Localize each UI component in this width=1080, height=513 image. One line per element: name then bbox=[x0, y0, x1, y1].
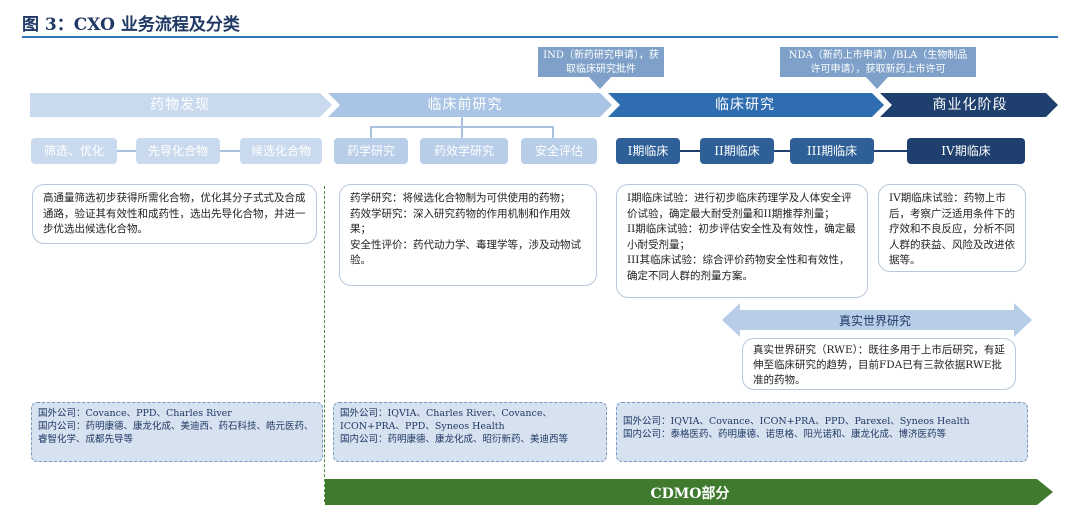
step-phase-2: II期临床 bbox=[700, 138, 774, 164]
preclinical-description: 药学研究：将候选化合物制为可供使用的药物； 药效学研究：深入研究药物的作用机制和… bbox=[339, 184, 597, 286]
clinical-desc-line: III其临床试验：综合评价药物安全性和有效性，确定不同人群的剂量方案。 bbox=[627, 254, 850, 282]
step-pharmacodynamics: 药效学研究 bbox=[420, 138, 508, 164]
chevron-clinical bbox=[608, 93, 884, 117]
clinical-foreign-companies: 国外公司：IQVIA、Covance、ICON+PRA、PPD、Parexel、… bbox=[623, 416, 970, 427]
preclinical-companies: 国外公司：IQVIA、Charles River、Covance、ICON+PR… bbox=[333, 402, 607, 462]
ind-callout-text: IND（新药研究申请），获取临床研究批件 bbox=[543, 50, 659, 75]
nda-callout-text: NDA（新药上市申请）/BLA（生物制品许可申请），获取新药上市许可 bbox=[788, 50, 968, 75]
stage-chevrons bbox=[30, 93, 1058, 117]
discovery-domestic-companies: 国内公司：药明康德、康龙化成、美迪西、药石科技、皓元医药、睿智化学、成都先导等 bbox=[38, 421, 314, 445]
ind-callout: IND（新药研究申请），获取临床研究批件 bbox=[538, 47, 664, 77]
clinical-companies: 国外公司：IQVIA、Covance、ICON+PRA、PPD、Parexel、… bbox=[616, 402, 1028, 462]
stage-label-clinical: 临床研究 bbox=[715, 97, 775, 113]
chevron-commercial bbox=[880, 93, 1058, 117]
rwe-arrow bbox=[722, 303, 1032, 337]
preclinical-foreign-companies: 国外公司：IQVIA、Charles River、Covance、ICON+PR… bbox=[340, 408, 552, 432]
discovery-description-text: 高通量筛选初步获得所需化合物，优化其分子式式及合成通路，验证其有效性和成药性，选… bbox=[43, 192, 306, 235]
commercial-description: IV期临床试验：药物上市后，考察广泛适用条件下的疗效和不良反应，分析不同人群的获… bbox=[878, 184, 1026, 272]
cdmo-arrow bbox=[325, 479, 1053, 505]
step-screening: 筛选、优化 bbox=[31, 138, 117, 164]
step-safety-assessment: 安全评估 bbox=[521, 138, 597, 164]
clinical-desc-line: I期临床试验：进行初步临床药理学及人体安全评价试验，确定最大耐受剂量和II期推荐… bbox=[627, 192, 852, 220]
stage-label-discovery: 药物发现 bbox=[150, 97, 210, 113]
rwe-label: 真实世界研究 bbox=[838, 314, 911, 328]
rwe-description: 真实世界研究（RWE）：既往多用于上市后研究，有延伸至临床研究的趋势，目前FDA… bbox=[742, 338, 1016, 390]
preclinical-domestic-companies: 国内公司：药明康德、康龙化成、昭衍新药、美迪西等 bbox=[340, 434, 569, 445]
rwe-description-text: 真实世界研究（RWE）：既往多用于上市后研究，有延伸至临床研究的趋势，目前FDA… bbox=[753, 344, 1005, 386]
chevron-preclinical bbox=[328, 93, 612, 117]
clinical-domestic-companies: 国内公司：泰格医药、药明康德、诺思格、阳光诺和、康龙化成、博济医药等 bbox=[623, 429, 947, 440]
nda-callout: NDA（新药上市申请）/BLA（生物制品许可申请），获取新药上市许可 bbox=[780, 47, 976, 77]
commercial-description-text: IV期临床试验：药物上市后，考察广泛适用条件下的疗效和不良反应，分析不同人群的获… bbox=[889, 192, 1015, 266]
clinical-description: I期临床试验：进行初步临床药理学及人体安全评价试验，确定最大耐受剂量和II期推荐… bbox=[616, 184, 868, 298]
discovery-companies: 国外公司：Covance、PPD、Charles River 国内公司：药明康德… bbox=[31, 402, 323, 462]
cdmo-label: CDMO部分 bbox=[650, 486, 730, 502]
stage-label-preclinical: 临床前研究 bbox=[427, 97, 503, 113]
discovery-description: 高通量筛选初步获得所需化合物，优化其分子式式及合成通路，验证其有效性和成药性，选… bbox=[32, 184, 317, 244]
step-phase-4: IV期临床 bbox=[907, 138, 1025, 164]
preclinical-desc-line: 安全性评价：药代动力学、毒理学等，涉及动物试验。 bbox=[350, 238, 581, 267]
cdmo-divider bbox=[324, 186, 325, 502]
stage-label-commercial: 商业化阶段 bbox=[932, 97, 1008, 113]
chevron-discovery bbox=[30, 93, 332, 117]
step-lead-compound: 先导化合物 bbox=[136, 138, 220, 164]
clinical-desc-line: II期临床试验：初步评估安全性及有效性，确定最小耐受剂量； bbox=[627, 223, 856, 251]
ind-callout-pointer bbox=[588, 76, 612, 89]
preclinical-bracket-v2 bbox=[461, 116, 463, 138]
step-pharmaceutics: 药学研究 bbox=[334, 138, 408, 164]
step-candidate-compound: 候选化合物 bbox=[240, 138, 322, 164]
step-phase-3: III期临床 bbox=[790, 138, 874, 164]
step-phase-1: I期临床 bbox=[616, 138, 680, 164]
preclinical-desc-line: 药效学研究：深入研究药物的作用机制和作用效果； bbox=[350, 207, 571, 236]
preclinical-bracket-v1 bbox=[370, 126, 372, 138]
page-title: 图 3：CXO 业务流程及分类 bbox=[22, 15, 240, 35]
discovery-foreign-companies: 国外公司：Covance、PPD、Charles River bbox=[38, 408, 232, 419]
preclinical-bracket-v3 bbox=[552, 126, 554, 138]
preclinical-desc-line: 药学研究：将候选化合物制为可供使用的药物； bbox=[350, 192, 571, 204]
title-rule bbox=[22, 36, 1058, 38]
nda-callout-pointer bbox=[865, 76, 889, 89]
